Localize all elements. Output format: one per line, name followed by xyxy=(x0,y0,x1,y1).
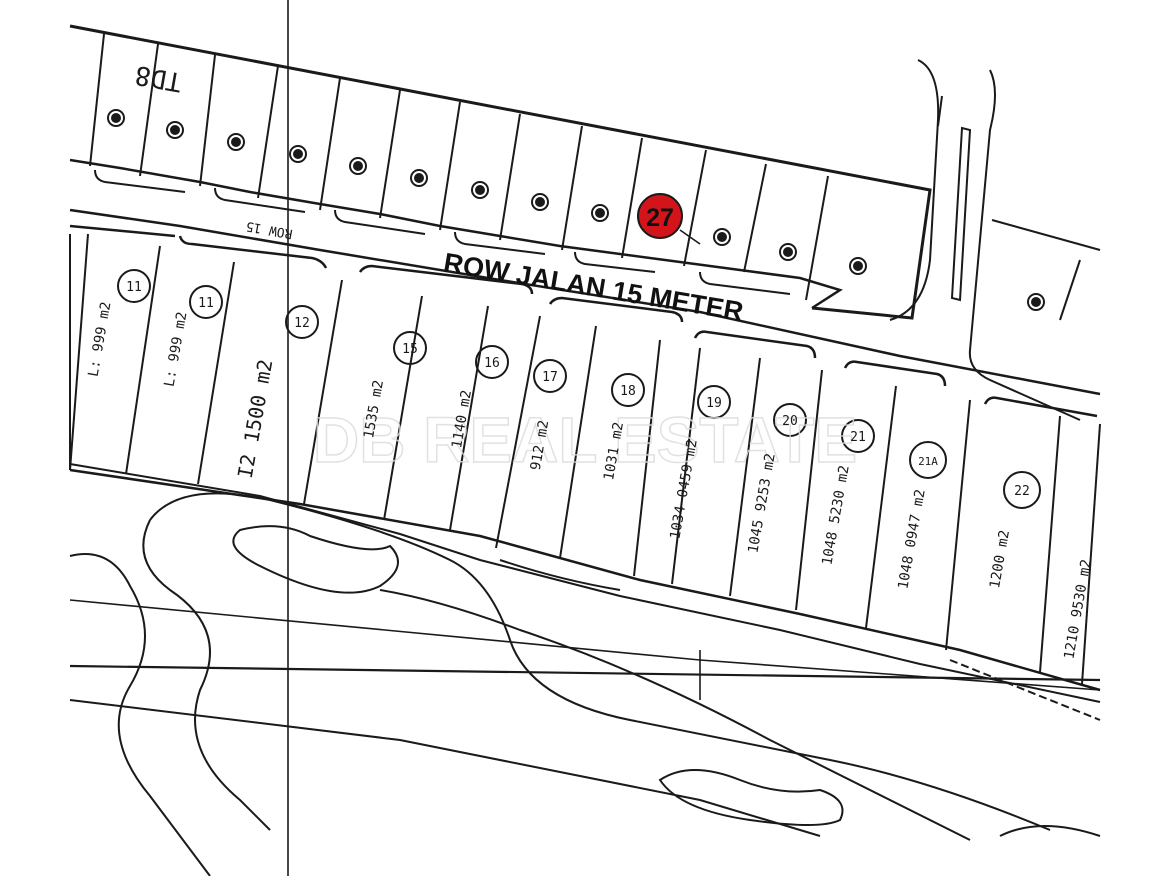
lot-number-label: 17 xyxy=(542,370,558,385)
lot-number-label: 11 xyxy=(198,296,214,311)
highlight-lot-number[interactable]: 27 xyxy=(646,204,674,232)
lot-number-label: 16 xyxy=(484,356,500,371)
lot-number-label: 19 xyxy=(706,396,722,411)
lot-number-label: 18 xyxy=(620,384,636,399)
right-side-features xyxy=(889,59,1101,421)
survey-grid-lines xyxy=(287,0,701,876)
road-edges xyxy=(69,208,1101,418)
lot-number-label: 20 xyxy=(782,414,798,429)
lot-number-label: 15 xyxy=(402,342,418,357)
upper-lot-block xyxy=(69,24,932,320)
lower-lot-block xyxy=(69,233,1101,692)
watermark-text: DB REAL ESTATE xyxy=(313,404,857,476)
upper-lot-markers xyxy=(107,109,1045,311)
highlight-circle[interactable] xyxy=(637,193,683,239)
lot-number-label: 22 xyxy=(1014,484,1030,499)
lot-number-label: 21 xyxy=(850,430,866,445)
lot-number-label: 11 xyxy=(126,280,142,295)
lot-number-label: 12 xyxy=(294,316,310,331)
lower-lot-circles xyxy=(117,269,1041,509)
drawing-area xyxy=(69,0,1101,876)
lot-number-label: 21A xyxy=(918,455,938,468)
highlighted-lot-marker[interactable]: 27 xyxy=(637,193,683,239)
